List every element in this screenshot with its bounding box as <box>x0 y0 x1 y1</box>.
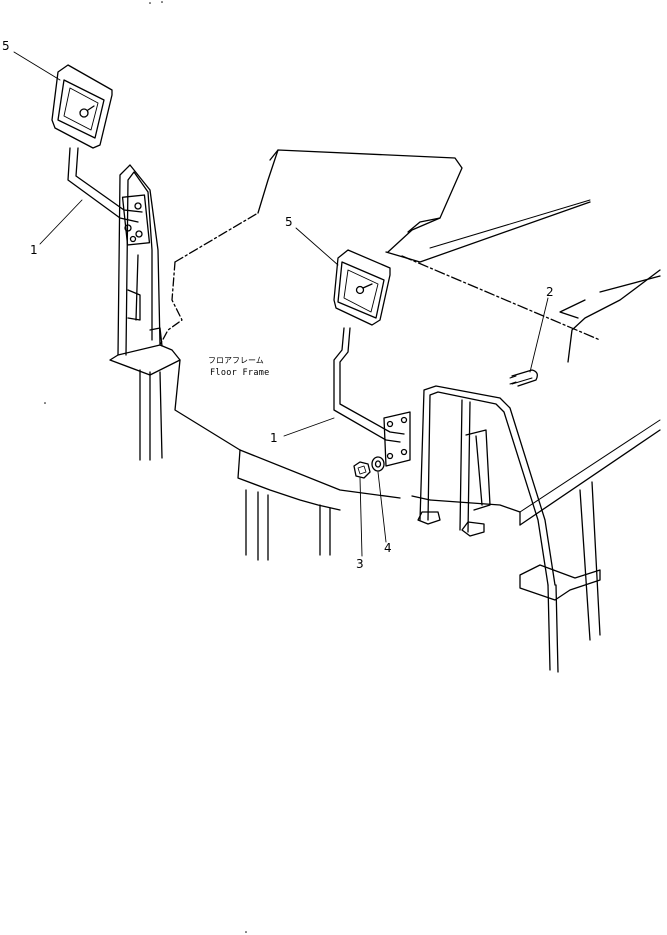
callout-mirror-center: 5 <box>285 215 293 229</box>
callout-labels: 5 1 5 1 2 3 4 <box>2 39 554 571</box>
u-bolt <box>509 369 538 387</box>
leader-lines <box>13 51 549 557</box>
floor-frame-label-ja: フロアフレーム <box>208 356 264 365</box>
mirror-center <box>333 249 391 326</box>
mirror-left <box>51 64 113 149</box>
right-handrail <box>417 385 601 673</box>
scan-specks <box>44 1 247 933</box>
callout-u-bolt: 2 <box>546 285 554 299</box>
left-handrail <box>109 164 181 461</box>
callout-washer: 4 <box>384 541 392 555</box>
washer <box>371 456 385 472</box>
floor-frame-label: フロアフレーム Floor Frame <box>208 356 270 378</box>
nut <box>353 461 371 479</box>
floor-frame-label-en: Floor Frame <box>210 368 270 378</box>
callout-mirror-left: 5 <box>2 39 10 53</box>
callout-stay-center: 1 <box>270 431 278 445</box>
mirror-stay-center <box>333 327 411 467</box>
floor-frame <box>159 149 661 641</box>
callout-nut: 3 <box>356 557 364 571</box>
mirror-stay-left <box>67 147 151 246</box>
callout-stay-left: 1 <box>30 243 38 257</box>
